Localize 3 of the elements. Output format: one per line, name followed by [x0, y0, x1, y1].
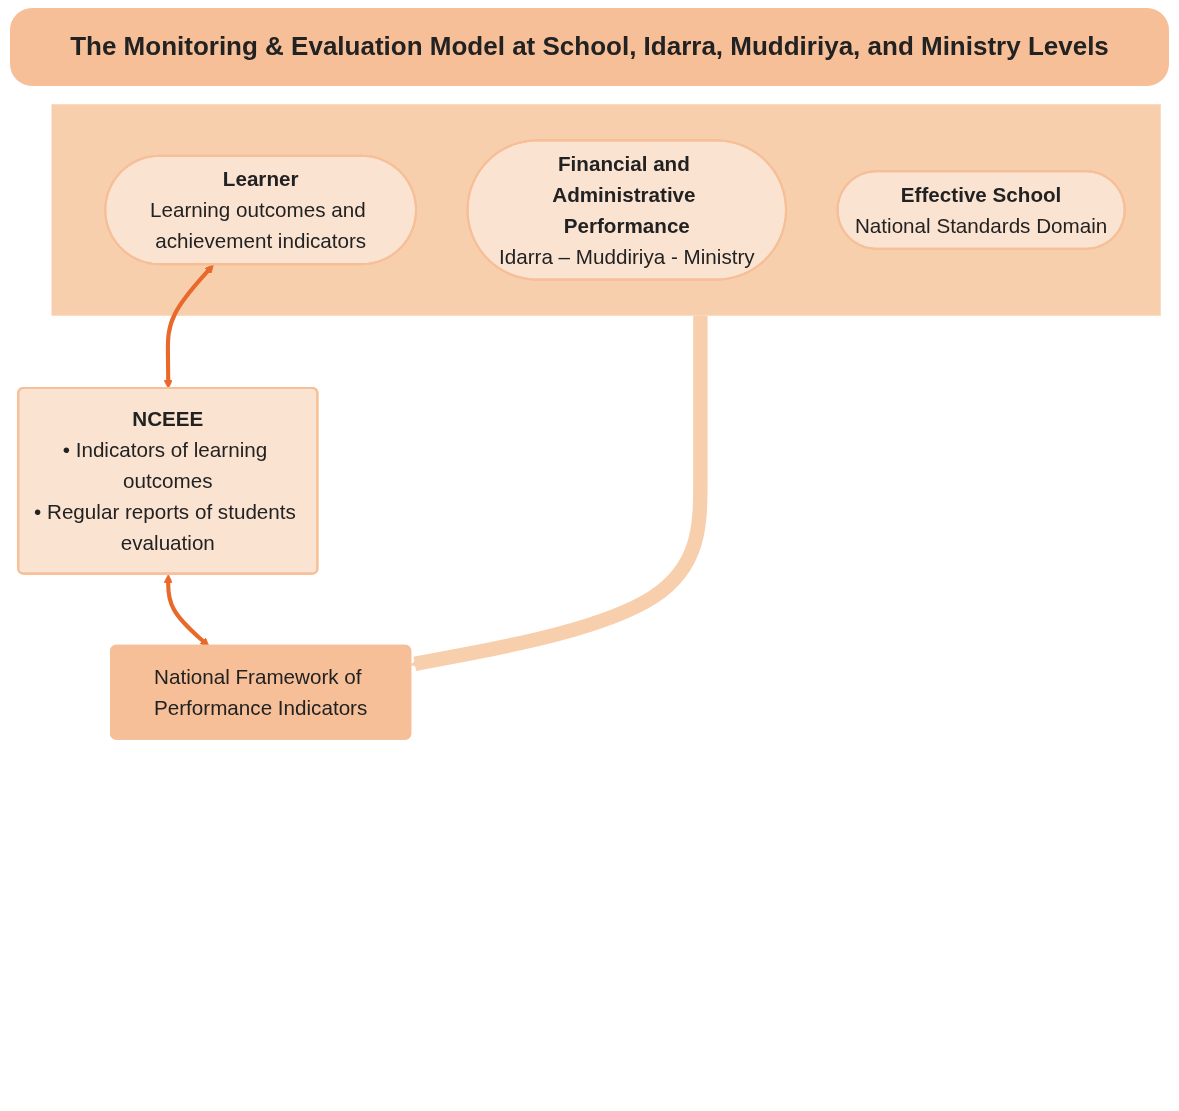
- arrow: [410, 314, 708, 671]
- title-banner: The Monitoring & Evaluation Model at School, Idarra, Muddiriya, and Ministry Levels: [10, 8, 1169, 86]
- cluster: [51, 103, 1161, 316]
